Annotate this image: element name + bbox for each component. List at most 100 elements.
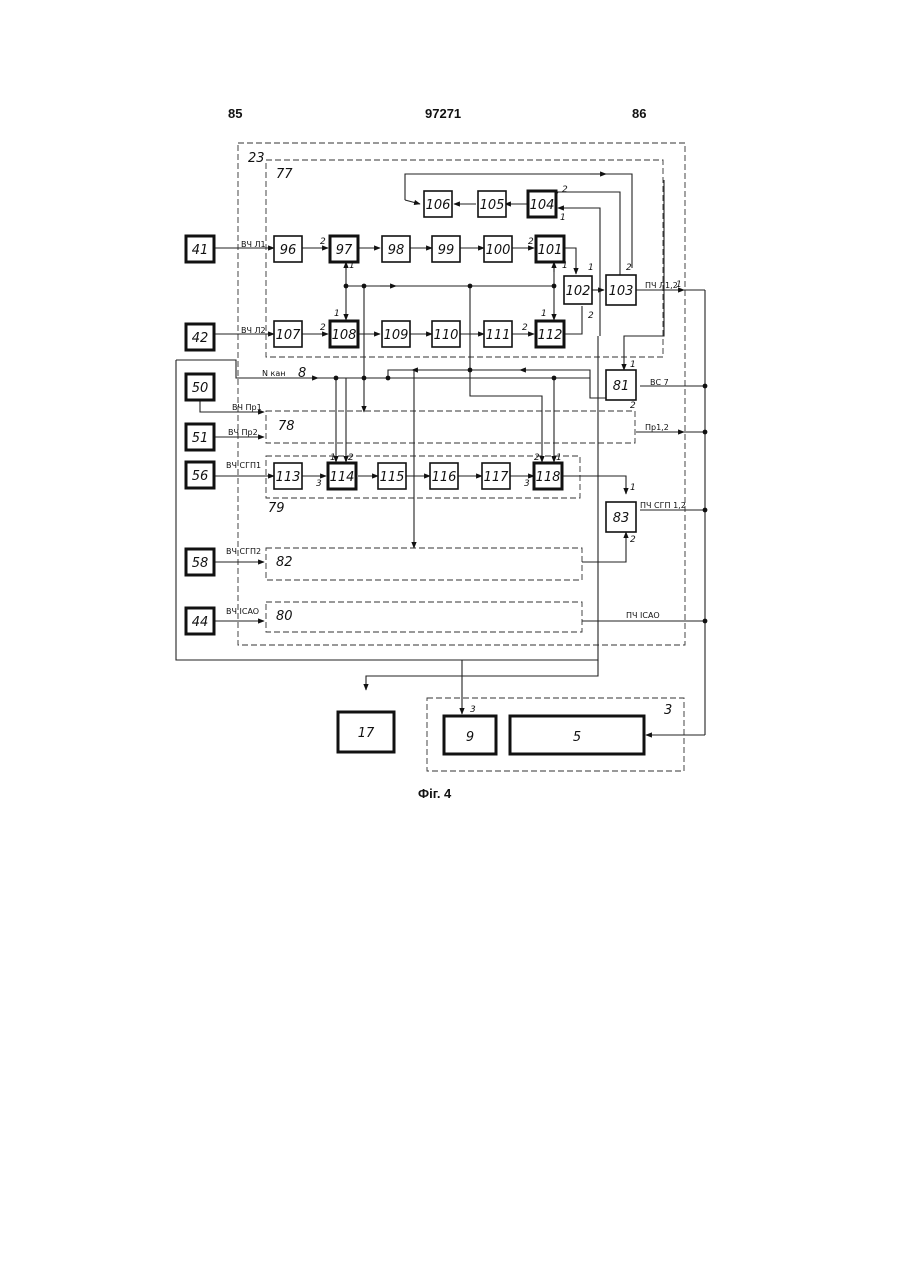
block-97-label: 97 — [336, 243, 353, 258]
svg-text:2: 2 — [630, 535, 636, 545]
block-113: 113 — [274, 463, 302, 489]
signal-vch-icao: ВЧ ICAO — [226, 607, 259, 616]
signal-vch-sgp2: ВЧ СГП2 — [226, 547, 261, 556]
input-41-label: 41 — [192, 243, 209, 258]
svg-text:3: 3 — [316, 479, 322, 489]
block-116-label: 116 — [432, 470, 457, 485]
input-50-label: 50 — [192, 381, 209, 396]
block-110-label: 110 — [434, 328, 459, 343]
block-110: 110 — [432, 321, 460, 347]
signal-pr12: Пр1,2 — [645, 423, 669, 432]
signal-vch-pr1: ВЧ Пр1 — [232, 403, 262, 412]
block-117: 117 — [482, 463, 510, 489]
block-83-label: 83 — [613, 511, 630, 526]
input-block-50: 50 — [186, 374, 214, 400]
block-96: 96 — [274, 236, 302, 262]
label-77: 77 — [276, 167, 293, 182]
input-block-42: 42 — [186, 324, 214, 350]
signal-vch-sgp1: ВЧ СГП1 — [226, 461, 261, 470]
svg-text:3: 3 — [470, 705, 476, 715]
svg-text:2: 2 — [626, 263, 632, 273]
svg-text:2: 2 — [528, 237, 534, 247]
block-9: 9 — [444, 716, 496, 754]
block-111: 111 — [484, 321, 512, 347]
block-115-label: 115 — [380, 470, 405, 485]
block-106: 106 — [424, 191, 452, 217]
svg-text:1: 1 — [541, 309, 547, 319]
block-109: 109 — [382, 321, 410, 347]
svg-text:3: 3 — [524, 479, 530, 489]
block-116: 116 — [430, 463, 458, 489]
svg-text:2: 2 — [320, 237, 326, 247]
svg-text:1: 1 — [630, 483, 636, 493]
block-105: 105 — [478, 191, 506, 217]
svg-text:1: 1 — [349, 261, 355, 271]
block-98: 98 — [382, 236, 410, 262]
block-117-label: 117 — [484, 470, 510, 485]
input-block-44: 44 — [186, 608, 214, 634]
svg-text:2: 2 — [562, 185, 568, 195]
block-101-label: 101 — [538, 243, 563, 258]
signal-vch-pr2: ВЧ Пр2 — [228, 428, 258, 437]
input-block-56: 56 — [186, 462, 214, 488]
block-113-label: 113 — [276, 470, 301, 485]
signal-n-kan-number: 8 — [298, 366, 306, 381]
block-99: 99 — [432, 236, 460, 262]
block-99-label: 99 — [438, 243, 455, 258]
block-106-label: 106 — [426, 198, 451, 213]
svg-text:2: 2 — [588, 311, 594, 321]
block-17: 17 — [338, 712, 394, 752]
container-78 — [266, 411, 635, 443]
block-100-label: 100 — [486, 243, 511, 258]
block-81: 81 — [606, 370, 636, 400]
block-81-label: 81 — [613, 379, 630, 394]
block-111-label: 111 — [486, 328, 511, 343]
block-104-label: 104 — [530, 198, 555, 213]
input-block-41: 41 — [186, 236, 214, 262]
block-118-label: 118 — [536, 470, 561, 485]
svg-text:2: 2 — [348, 453, 354, 463]
svg-text:1: 1 — [562, 261, 568, 271]
block-112: 112 — [536, 321, 564, 347]
port-labels: 2 1 2 1 2 1 2 1 1 2 2 2 1 1 2 1 1 2 3 2 … — [316, 185, 682, 715]
block-102-label: 102 — [566, 284, 591, 299]
svg-text:2: 2 — [522, 323, 528, 333]
block-109-label: 109 — [384, 328, 409, 343]
input-58-label: 58 — [192, 556, 209, 571]
svg-text:1: 1 — [334, 309, 340, 319]
label-3: 3 — [664, 703, 672, 718]
block-104: 104 — [528, 191, 556, 217]
signal-vch-l2: ВЧ Л2 — [241, 326, 266, 335]
block-114: 114 — [328, 463, 356, 489]
block-9-label: 9 — [466, 730, 474, 745]
signal-pch-sgp12: ПЧ СГП 1,2 — [640, 501, 686, 510]
block-17-label: 17 — [358, 726, 375, 741]
svg-text:1: 1 — [588, 263, 594, 273]
container-80 — [266, 602, 582, 632]
input-56-label: 56 — [192, 469, 209, 484]
svg-text:2: 2 — [320, 323, 326, 333]
figure-caption: Фіг. 4 — [418, 786, 451, 801]
input-block-58: 58 — [186, 549, 214, 575]
block-103-label: 103 — [609, 284, 634, 299]
block-102: 102 — [564, 276, 592, 304]
block-107: 107 — [274, 321, 302, 347]
signal-pch-icao: ПЧ ICAO — [626, 611, 660, 620]
block-98-label: 98 — [388, 243, 405, 258]
label-80: 80 — [276, 609, 293, 624]
block-105-label: 105 — [480, 198, 505, 213]
signal-pch-l12: ПЧ Л1,2 — [645, 281, 678, 290]
block-108: 108 — [330, 321, 358, 347]
container-82 — [266, 548, 582, 580]
block-118: 118 — [534, 463, 562, 489]
svg-text:2: 2 — [534, 453, 540, 463]
label-82: 82 — [276, 555, 293, 570]
signal-n-kan: N кан — [262, 369, 286, 378]
svg-text:1: 1 — [556, 453, 562, 463]
block-107-label: 107 — [276, 328, 302, 343]
svg-text:1: 1 — [330, 453, 336, 463]
block-96-label: 96 — [280, 243, 297, 258]
block-5-label: 5 — [573, 730, 581, 745]
block-112-label: 112 — [538, 328, 563, 343]
input-51-label: 51 — [192, 431, 209, 446]
